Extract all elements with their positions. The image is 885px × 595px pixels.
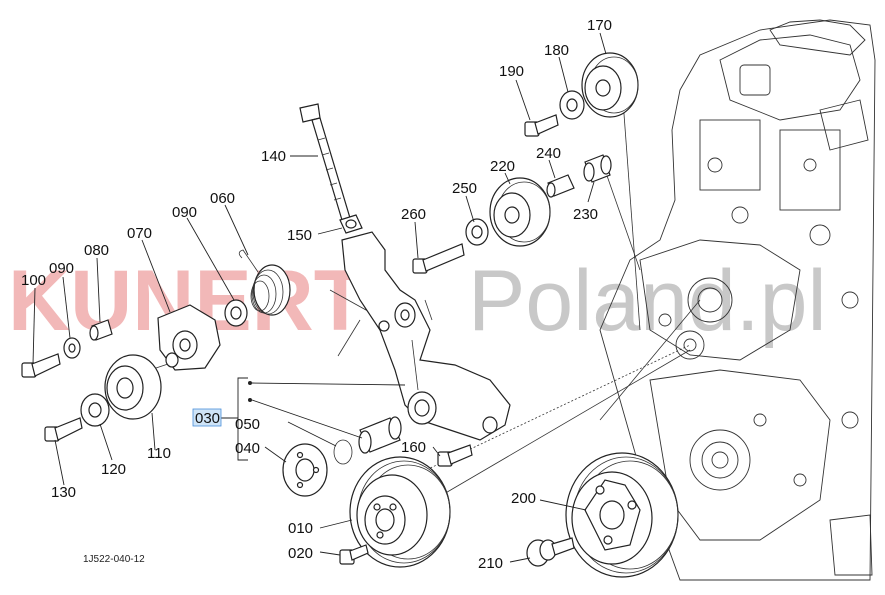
crank-pulley-200 bbox=[565, 452, 679, 578]
watermark-suffix: Poland.pl bbox=[468, 253, 827, 349]
engine-block bbox=[599, 19, 876, 581]
callout-200: 200 bbox=[511, 490, 536, 507]
tension-arm-070 bbox=[157, 304, 221, 371]
callout-250: 250 bbox=[452, 180, 477, 197]
callout-060: 060 bbox=[210, 190, 235, 207]
callout-210: 210 bbox=[478, 555, 503, 572]
bolt-210 bbox=[526, 537, 575, 567]
watermark: KUNERT Poland.pl bbox=[8, 253, 827, 349]
tensioner-bracket bbox=[341, 231, 511, 441]
bolt-260 bbox=[412, 243, 465, 274]
hub-040 bbox=[282, 443, 328, 497]
callout-030[interactable]: 030 bbox=[195, 410, 220, 427]
spacer-030 bbox=[358, 416, 402, 454]
callout-180: 180 bbox=[544, 42, 569, 59]
collar-230 bbox=[583, 154, 612, 183]
diagram-caption: 1J522-040-12 bbox=[83, 554, 145, 565]
callout-260: 260 bbox=[401, 206, 426, 223]
callout-090-top: 090 bbox=[172, 204, 197, 221]
callout-020: 020 bbox=[288, 545, 313, 562]
callout-100: 100 bbox=[21, 272, 46, 289]
torsion-spring-060 bbox=[238, 249, 291, 316]
washer-180 bbox=[559, 90, 585, 120]
pulley-010 bbox=[349, 456, 451, 568]
idler-pulley-110 bbox=[104, 354, 162, 420]
bolt-130 bbox=[44, 417, 83, 442]
snap-ring-050 bbox=[333, 439, 353, 465]
callout-leaders bbox=[32, 32, 607, 563]
callout-220: 220 bbox=[490, 158, 515, 175]
callout-160: 160 bbox=[401, 439, 426, 456]
callout-170: 170 bbox=[587, 17, 612, 34]
callout-080: 080 bbox=[84, 242, 109, 259]
bolt-100 bbox=[21, 353, 61, 378]
bolt-190 bbox=[524, 114, 559, 137]
pulley-170 bbox=[581, 52, 639, 118]
callout-030-highlight bbox=[192, 408, 222, 427]
group-bracket-030 bbox=[220, 377, 406, 461]
callout-090-left: 090 bbox=[49, 260, 74, 277]
callout-120: 120 bbox=[101, 461, 126, 478]
nut-150 bbox=[339, 214, 363, 234]
callout-230: 230 bbox=[573, 206, 598, 223]
collar-240 bbox=[546, 174, 575, 198]
callout-240: 240 bbox=[536, 145, 561, 162]
bolt-160 bbox=[437, 444, 473, 467]
callout-110: 110 bbox=[147, 445, 171, 462]
bushing-090 bbox=[224, 299, 248, 327]
collar-080 bbox=[89, 319, 113, 341]
washer-120 bbox=[80, 393, 110, 427]
callout-010: 010 bbox=[288, 520, 313, 537]
washer-250 bbox=[465, 218, 489, 246]
callout-050: 050 bbox=[235, 416, 260, 433]
callout-130: 130 bbox=[51, 484, 76, 501]
bolt-140 bbox=[299, 103, 351, 221]
callout-150: 150 bbox=[287, 227, 312, 244]
callout-040: 040 bbox=[235, 440, 260, 457]
washer-090-left bbox=[63, 337, 81, 359]
pulley-220 bbox=[489, 177, 551, 247]
bolt-020 bbox=[339, 544, 369, 565]
callout-190: 190 bbox=[499, 63, 524, 80]
callout-070: 070 bbox=[127, 225, 152, 242]
callout-140: 140 bbox=[261, 148, 286, 165]
callout-labels: 170 180 190 140 240 220 250 060 090 230 … bbox=[21, 17, 612, 572]
